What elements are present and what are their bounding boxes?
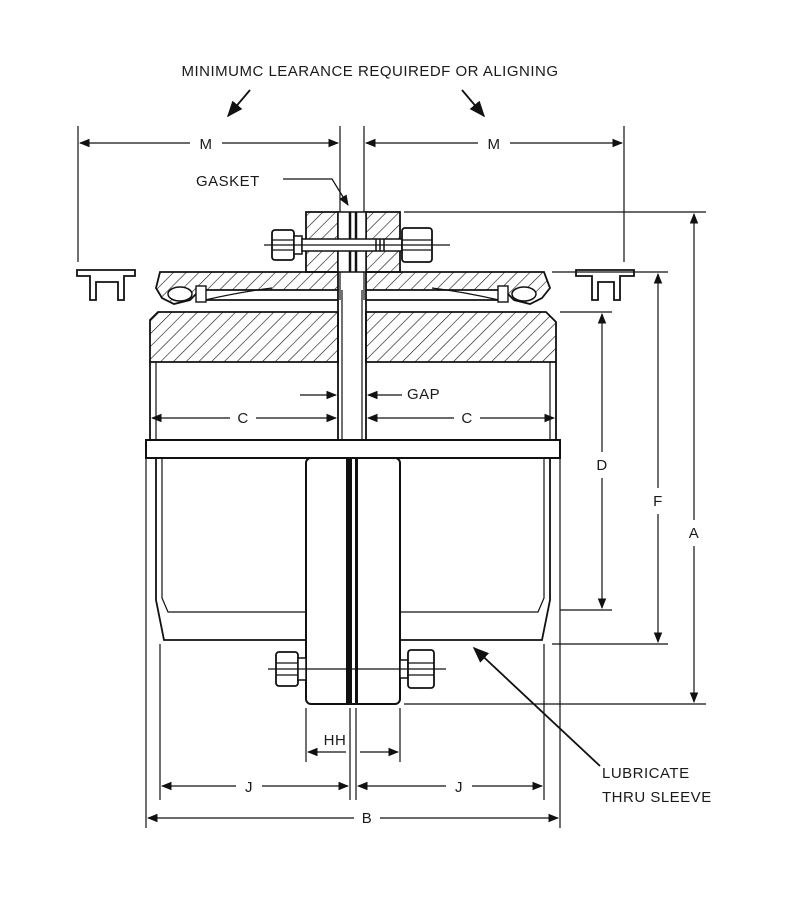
flange-bottom: [305, 457, 401, 705]
label-hh: HH: [324, 732, 347, 749]
sleeve-body: [155, 458, 551, 641]
hub-bodies: [145, 290, 561, 459]
gasket-label: GASKET: [196, 173, 260, 190]
gasket-leader: [283, 178, 349, 206]
dimension-a: A: [404, 211, 706, 705]
hub-right-section: [365, 311, 557, 363]
clearance-arrow-left: [226, 89, 251, 118]
lubricate-line-1: LUBRICATE: [602, 765, 690, 782]
top-bolt: [264, 227, 450, 263]
straightedge-right: [575, 269, 635, 301]
dimension-c: C C: [150, 410, 556, 427]
straightedge-left: [76, 269, 136, 301]
label-m-left: M: [200, 136, 213, 153]
lubricate-line-2: THRU SLEEVE: [602, 789, 712, 806]
dimension-b: B: [145, 458, 561, 828]
label-gap: GAP: [407, 386, 440, 403]
label-j-right: J: [455, 779, 463, 796]
dimension-d: D: [560, 311, 612, 611]
label-c-left: C: [237, 410, 248, 427]
label-b: B: [362, 810, 373, 827]
label-a: A: [689, 525, 700, 542]
dimension-f: F: [552, 271, 668, 645]
clearance-title: MINIMUMC LEARANCE REQUIREDF OR ALIGNING: [181, 63, 558, 80]
label-j-left: J: [245, 779, 253, 796]
bottom-bolt: [268, 649, 446, 689]
label-c-right: C: [461, 410, 472, 427]
sleeve-top: [155, 271, 552, 305]
lubricate-leader: [472, 646, 601, 767]
label-m-right: M: [488, 136, 501, 153]
dimension-m-left: M: [77, 126, 341, 300]
hub-left-section: [149, 311, 339, 363]
clearance-arrow-right: [461, 89, 486, 118]
dimension-hh: HH: [305, 708, 401, 762]
dimension-j: J J: [159, 644, 545, 800]
label-d: D: [596, 457, 607, 474]
label-f: F: [653, 493, 663, 510]
dimension-gap: GAP: [300, 386, 440, 403]
